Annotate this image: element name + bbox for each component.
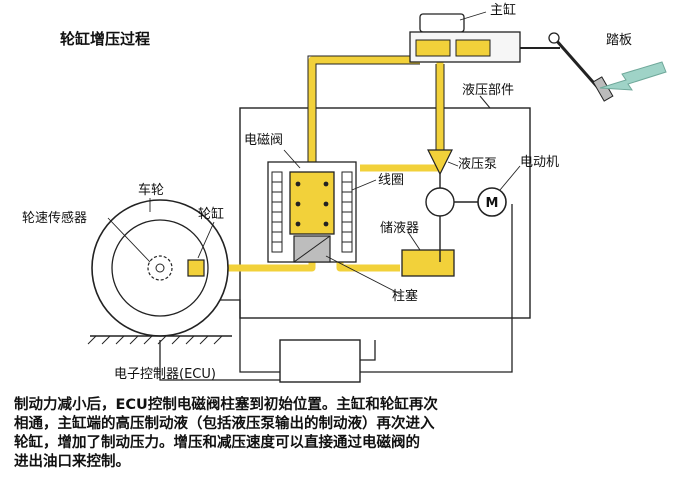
- label-reservoir: 储液器: [380, 221, 420, 236]
- fluid-lines: [190, 56, 444, 272]
- diagram-title: 轮缸增压过程: [60, 30, 151, 48]
- motor-symbol: M: [486, 196, 499, 211]
- wheel-cylinder: [187, 259, 205, 277]
- label-hydraulic-unit: 液压部件: [462, 83, 515, 98]
- label-plunger: 柱塞: [392, 289, 419, 304]
- caption: 制动力减小后，ECU控制电磁阀柱塞到初始位置。主缸和轮缸再次 相通，主缸端的高压…: [14, 396, 664, 472]
- label-ecu: 电子控制器(ECU): [114, 367, 216, 382]
- label-master-cylinder: 主缸: [490, 3, 517, 18]
- label-pedal: 踏板: [606, 33, 633, 48]
- label-pump: 液压泵: [458, 157, 498, 172]
- caption-line: 制动力减小后，ECU控制电磁阀柱塞到初始位置。主缸和轮缸再次: [14, 397, 438, 413]
- caption-line: 进出油口来控制。: [14, 454, 130, 470]
- caption-line: 轮缸，增加了制动压力。增压和减压速度可以直接通过电磁阀的: [14, 435, 420, 451]
- master-cylinder: [409, 13, 560, 63]
- ecu-box: [279, 339, 361, 383]
- wheel-speed-sensor: [147, 255, 173, 281]
- brake-pedal: [548, 32, 614, 102]
- electric-motor: M: [477, 187, 507, 217]
- hydraulic-unit-frame: [239, 107, 531, 319]
- pedal-arrow: [599, 61, 667, 91]
- solenoid-valve: [267, 161, 357, 263]
- label-coil: 线圈: [378, 173, 405, 188]
- caption-line: 相通，主缸端的高压制动液（包括液压泵输出的制动液）再次进入: [14, 416, 435, 432]
- label-wheel-cylinder: 轮缸: [198, 207, 225, 222]
- label-motor: 电动机: [520, 155, 560, 170]
- label-wheel: 车轮: [138, 183, 165, 198]
- reservoir: [401, 216, 455, 277]
- plunger: [293, 235, 331, 263]
- label-solenoid-valve: 电磁阀: [244, 133, 284, 148]
- label-wheel-speed-sensor: 轮速传感器: [22, 211, 88, 226]
